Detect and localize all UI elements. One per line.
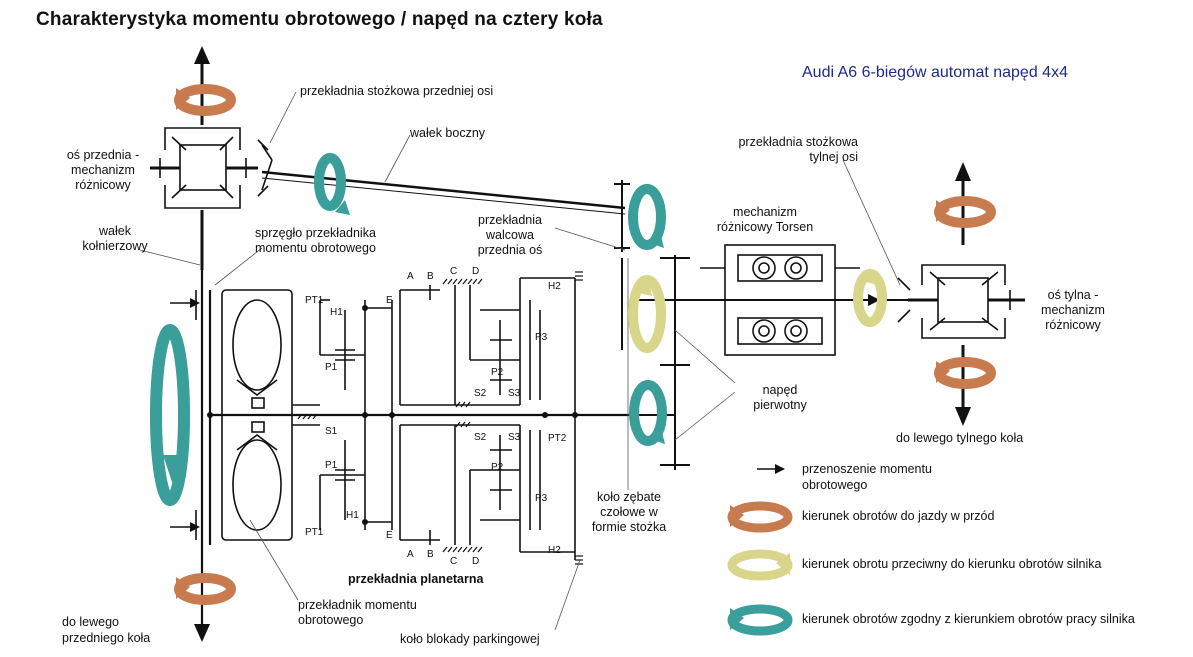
mark-d-top: D: [472, 266, 480, 277]
rotation-orange-front-top: [174, 84, 236, 116]
legend-torque-arrow-icon: [757, 464, 785, 474]
rear-left-wheel-arrow: [955, 407, 971, 426]
mark-h2-top: H2: [548, 281, 561, 292]
rotation-yellow-rear: [853, 268, 887, 327]
page-subtitle: Audi A6 6-biegów automat napęd 4x4: [802, 64, 1068, 81]
front-bevel-gear: [257, 139, 273, 197]
torsen-differential: [700, 244, 860, 356]
legend-rotation-orange-icon: [727, 501, 793, 533]
mark-p3-top: P3: [535, 332, 548, 343]
mark-a-top: A: [407, 271, 414, 282]
label-front-left-wheel-2: przedniego koła: [62, 631, 151, 645]
rotation-orange-front-bottom: [174, 573, 236, 605]
legend-rotation-yellow-icon: [727, 549, 793, 581]
mark-pt1-bottom: PT1: [305, 527, 324, 538]
label-cone-gear-1: koło zębate: [597, 490, 661, 504]
page-title: Charakterystyka momentu obrotowego / nap…: [36, 9, 603, 30]
mark-d-bottom: D: [472, 556, 480, 567]
label-rear-bevel-1: przekładnia stożkowa: [738, 135, 858, 149]
rotation-yellow-output: [628, 275, 666, 353]
rear-differential: [897, 264, 1025, 339]
mark-s3-bottom: S3: [508, 432, 521, 443]
brake-hatches: [297, 278, 483, 553]
rotation-teal-spur: [628, 184, 666, 250]
mark-a-bottom: A: [407, 549, 414, 560]
rotation-teal-side-shaft: [314, 153, 350, 215]
rotation-teal-primary: [629, 380, 667, 446]
mark-p1-top: P1: [325, 362, 338, 373]
label-torsen-1: mechanizm: [733, 205, 797, 219]
leader-lines: [139, 91, 901, 631]
label-torque-converter-2: obrotowego: [298, 613, 364, 627]
mark-c-bottom: C: [450, 556, 458, 567]
front-axle-arrow-up: [194, 46, 210, 64]
label-rear-left-wheel: do lewego tylnego koła: [896, 431, 1024, 445]
mark-p1-bottom: P1: [325, 460, 338, 471]
label-clutch-1: sprzęgło przekładnika: [255, 226, 376, 240]
label-front-diff-1: oś przednia -: [66, 148, 140, 162]
rotation-orange-rear-top: [934, 196, 996, 228]
label-parking-lock: koło blokady parkingowej: [400, 632, 540, 646]
label-side-shaft: wałek boczny: [410, 126, 486, 140]
label-cone-gear-3: formie stożka: [591, 520, 667, 534]
rotation-orange-rear-bottom: [934, 357, 996, 389]
label-primary-drive-1: napęd: [762, 383, 798, 397]
mark-s1: S1: [325, 426, 338, 437]
mark-b-top: B: [427, 271, 434, 282]
mark-e-bottom: E: [386, 530, 393, 541]
label-torsen-2: różnicowy Torsen: [716, 220, 814, 234]
mark-p3-bottom: P3: [535, 493, 548, 504]
legend-text-teal: kierunek obrotów zgodny z kierunkiem obr…: [802, 612, 1135, 626]
mark-s2-bottom: S2: [474, 432, 487, 443]
front-differential: [150, 127, 258, 209]
mark-s3-top: S3: [508, 388, 521, 399]
mark-h1-top: H1: [330, 307, 343, 318]
label-rear-bevel-2: tylnej osi: [809, 150, 858, 164]
label-primary-drive-2: pierwotny: [753, 398, 807, 412]
mark-h1-bottom: H1: [346, 510, 359, 521]
label-planetary: przekładnia planetarna: [348, 572, 484, 586]
front-left-wheel-arrow: [194, 624, 210, 642]
rear-axle-arrow-up: [955, 162, 971, 181]
label-rear-axle-3: różnicowy: [1045, 318, 1101, 332]
legend-text-orange: kierunek obrotów do jazdy w przód: [802, 509, 995, 523]
shaft-dots: [207, 305, 578, 525]
mark-e-top: E: [386, 295, 393, 306]
label-spur-gear-3: przednia oś: [477, 243, 543, 257]
label-rear-axle-2: mechanizm: [1041, 303, 1105, 317]
mark-b-bottom: B: [427, 549, 434, 560]
rotation-teal-input: [150, 324, 190, 506]
label-front-bevel: przekładnia stożkowa przedniej osi: [300, 84, 494, 98]
label-clutch-2: momentu obrotowego: [255, 241, 376, 255]
label-rear-axle-1: oś tylna -: [1047, 288, 1099, 302]
mark-pt1-top: PT1: [305, 295, 324, 306]
mark-c-top: C: [450, 266, 458, 277]
label-flange-shaft-2: kołnierzowy: [82, 239, 148, 253]
label-front-left-wheel-1: do lewego: [62, 615, 119, 629]
label-front-diff-2: mechanizm: [71, 163, 135, 177]
parking-lock-gear: [575, 271, 583, 565]
mark-p2-top: P2: [491, 367, 504, 378]
legend-text-torque-1: przenoszenie momentu: [802, 462, 932, 476]
planetary-gearset: [292, 277, 576, 560]
mark-h2-bottom: H2: [548, 545, 561, 556]
label-spur-gear-1: przekładnia: [478, 213, 542, 227]
torque-converter: [221, 289, 293, 541]
legend-text-yellow: kierunek obrotu przeciwny do kierunku ob…: [802, 557, 1102, 571]
label-front-diff-3: różnicowy: [75, 178, 131, 192]
mark-pt2: PT2: [548, 433, 567, 444]
legend-text-torque-2: obrotowego: [802, 478, 868, 492]
label-torque-converter-1: przekładnik momentu: [298, 598, 417, 612]
mark-s2-top: S2: [474, 388, 487, 399]
mark-p2-bottom: P2: [491, 462, 504, 473]
label-cone-gear-2: czołowe w: [600, 505, 658, 519]
label-flange-shaft-1: wałek: [99, 224, 131, 238]
label-spur-gear-2: walcowa: [486, 228, 534, 242]
legend-rotation-teal-icon: [727, 604, 793, 636]
